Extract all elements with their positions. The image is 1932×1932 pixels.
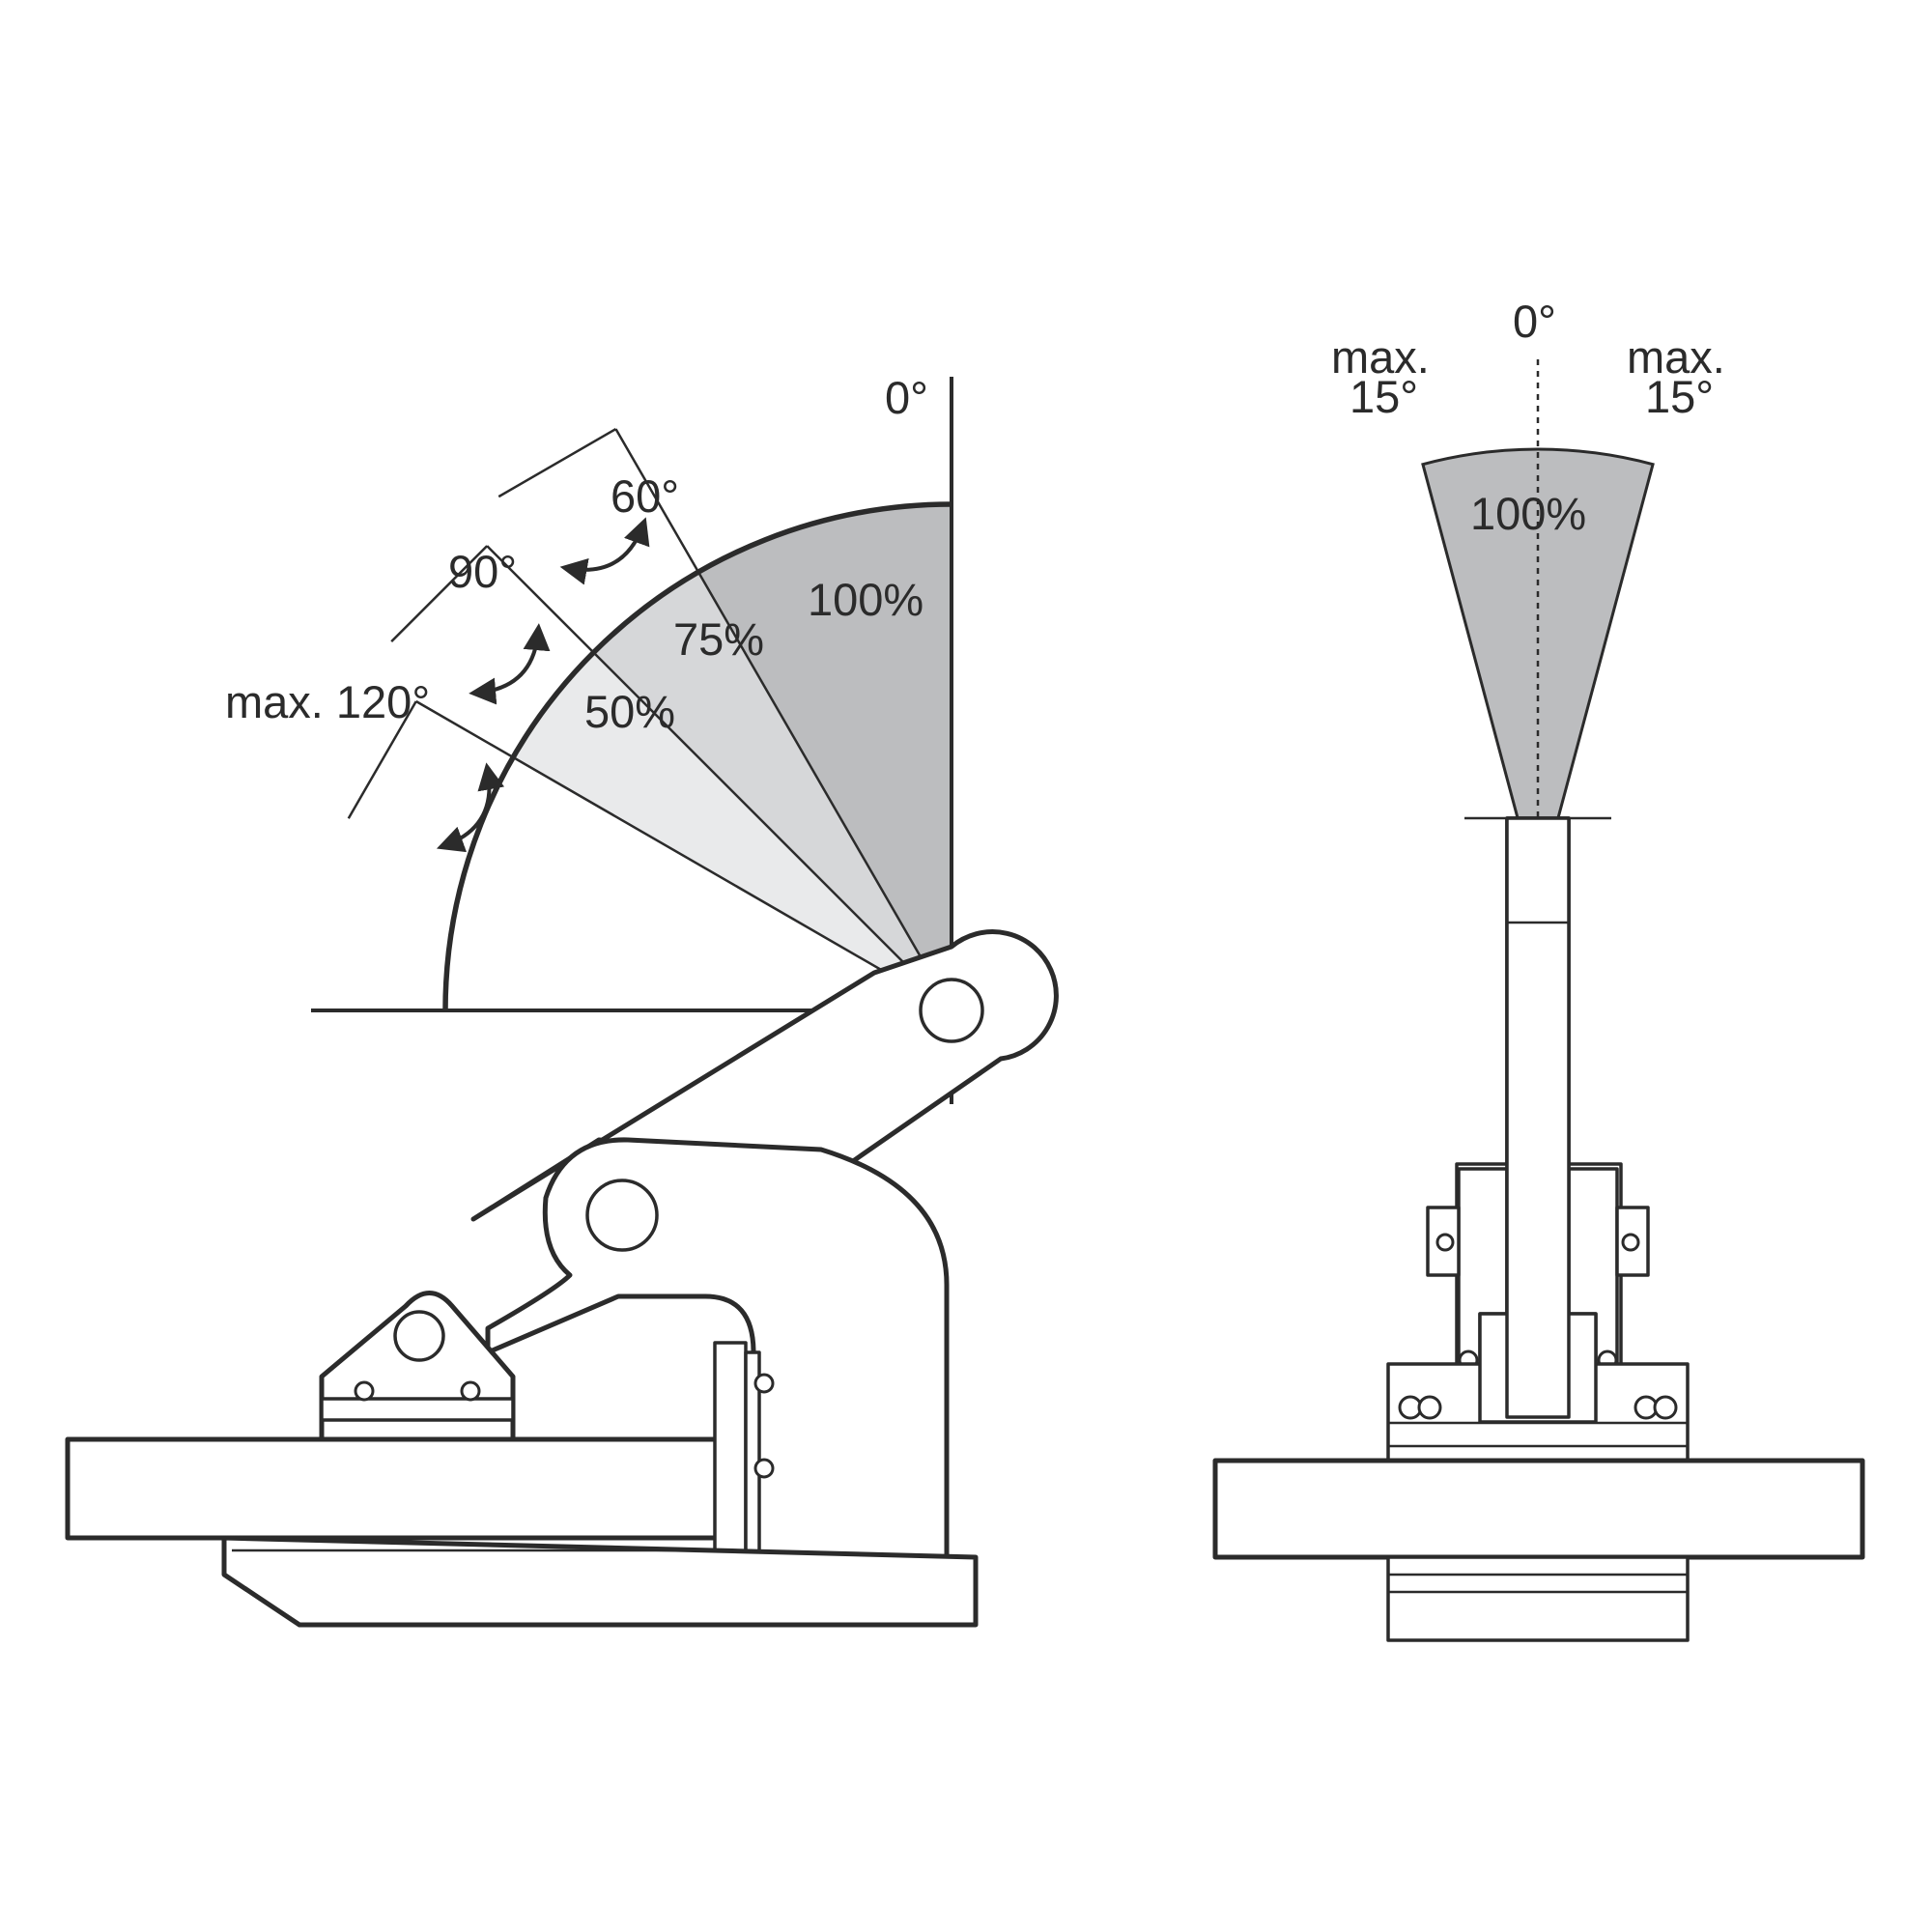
angle-label-max-120: max. 120° — [225, 676, 430, 727]
front-zero-label: 0° — [1513, 296, 1556, 347]
angle-label-90: 90° — [448, 546, 517, 597]
angle-label-60: 60° — [611, 470, 679, 522]
side-view: 0° 100% 75% 50% 60° 90° max. 120° — [65, 372, 1059, 1628]
radial-line — [614, 428, 953, 1011]
tilt-marker-bar — [390, 545, 489, 643]
left-limit-label-line1: max. — [1331, 331, 1430, 383]
load-zone-75-sector — [593, 572, 952, 1010]
front-load-zone-100-sector — [1421, 447, 1655, 899]
load-zone-75-label: 75% — [673, 613, 764, 665]
bottom-jaw-front — [1386, 1555, 1690, 1642]
ear-bolt — [1621, 1233, 1640, 1252]
shackle-front-top — [1505, 816, 1571, 1419]
load-zone-50-label: 50% — [584, 686, 675, 737]
base-bolt — [1653, 1395, 1678, 1420]
shackle-pin — [919, 978, 984, 1043]
front-load-zone-label: 100% — [1470, 488, 1586, 539]
tilt-double-arrow — [436, 762, 505, 853]
clamp-side-drawing — [65, 929, 1059, 1628]
tilt-marker-bar — [497, 428, 617, 498]
left-limit-label-line2: 15° — [1350, 371, 1418, 422]
load-zone-100-sector — [698, 504, 952, 1010]
lug-bolt — [354, 1380, 375, 1402]
tilt-marker-bar — [347, 700, 417, 819]
jaw-pivot-hole — [585, 1179, 659, 1252]
steel-plate-side — [65, 1436, 747, 1541]
ear-bolt — [1435, 1233, 1455, 1252]
steel-plate-front — [1212, 1458, 1865, 1560]
radial-line — [415, 699, 952, 1012]
side-zero-label: 0° — [885, 372, 928, 423]
clamp-front-drawing — [1212, 816, 1865, 1642]
radial-line — [486, 545, 952, 1011]
base-lug-hole — [393, 1310, 445, 1362]
lug-bolt — [460, 1380, 481, 1402]
front-view: 0° max. 15° max. 15° 100% — [1212, 296, 1865, 1642]
load-zone-100-label: 100% — [808, 574, 923, 625]
angle-radial-lines — [347, 428, 953, 1012]
shackle-link — [470, 929, 1059, 1222]
tilt-double-arrow — [559, 517, 650, 585]
tilt-double-arrow — [469, 623, 551, 705]
right-limit-label-line2: 15° — [1645, 371, 1714, 422]
base-lug-plate — [320, 1397, 515, 1422]
load-zone-50-sector — [513, 652, 952, 1010]
right-limit-label-line1: max. — [1627, 331, 1725, 383]
base-bolt — [1417, 1395, 1442, 1420]
pad-bolt — [753, 1373, 775, 1394]
bottom-jaw — [221, 1535, 979, 1628]
jaw-pad — [713, 1341, 748, 1561]
pad-bolt — [753, 1458, 775, 1479]
